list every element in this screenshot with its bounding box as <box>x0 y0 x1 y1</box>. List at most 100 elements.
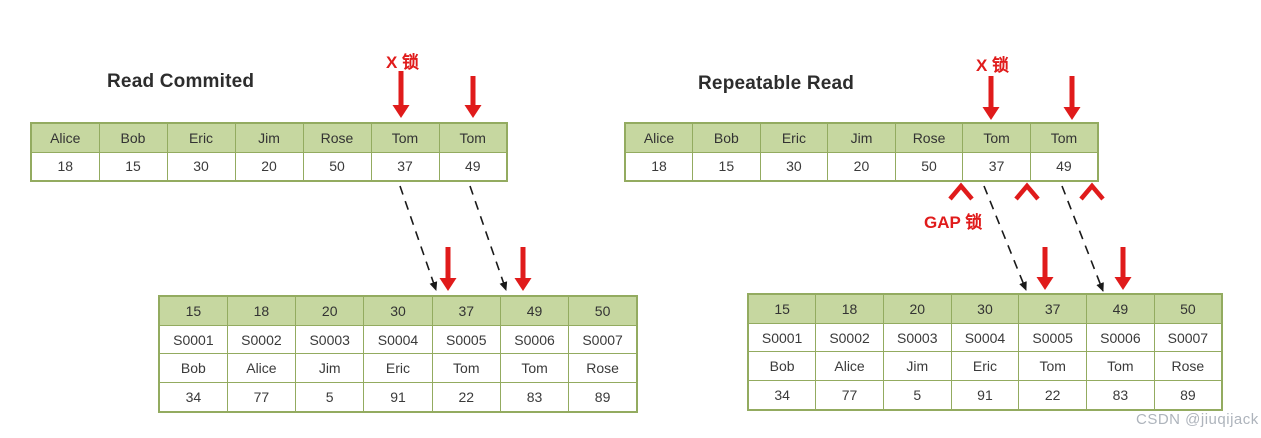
table-cell: 50 <box>894 151 964 182</box>
x-lock-arrow-left-49 <box>464 76 482 118</box>
table-cell: 50 <box>302 151 372 182</box>
dashed-arrow-left-37 <box>399 185 438 291</box>
table-cell: 83 <box>499 382 570 413</box>
csdn-watermark: CSDN @jiuqijack <box>1136 411 1259 428</box>
dashed-arrow-left-49 <box>469 185 508 291</box>
table-header-cell: Tom <box>962 122 1031 153</box>
table-cell: S0005 <box>431 324 501 355</box>
table-cell: Tom <box>499 353 570 384</box>
table-header-cell: 15 <box>158 295 228 326</box>
table-cell: 18 <box>30 151 100 182</box>
x-lock-arrow-left-37 <box>392 71 410 118</box>
table-cell: S0001 <box>747 322 817 353</box>
table-header-cell: 50 <box>568 295 638 326</box>
table-cell: 83 <box>1086 380 1155 411</box>
gap-lock-label: GAP 锁 <box>924 213 983 232</box>
table-cell: 37 <box>370 151 440 182</box>
table-cell: Rose <box>568 353 638 384</box>
table-header-cell: 15 <box>747 293 817 324</box>
gap-lock-caret-2 <box>1014 182 1040 201</box>
table-cell: 49 <box>438 151 508 182</box>
table-cell: 18 <box>624 151 694 182</box>
table-cell: 34 <box>747 380 817 411</box>
table-header-cell: Alice <box>624 122 694 153</box>
table-header-cell: Rose <box>894 122 964 153</box>
table-cell: 91 <box>950 380 1020 411</box>
table-cell: 89 <box>1153 380 1223 411</box>
x-lock-label-left: X 锁 <box>386 53 420 72</box>
table-cell: Eric <box>950 351 1020 382</box>
table-header-cell: Bob <box>692 122 761 153</box>
table-header-cell: 18 <box>815 293 884 324</box>
repeatable-read-title: Repeatable Read <box>698 73 855 94</box>
table-header-cell: Alice <box>30 122 100 153</box>
table-cell: 34 <box>158 382 228 413</box>
table-cell: S0002 <box>226 324 297 355</box>
x-lock-arrow-right-37 <box>982 76 1000 120</box>
table-header-cell: 20 <box>295 295 365 326</box>
table-header-cell: 30 <box>363 295 433 326</box>
table-header-cell: Rose <box>302 122 372 153</box>
table-cell: Bob <box>158 353 228 384</box>
table-cell: 22 <box>1018 380 1088 411</box>
table-header-cell: 30 <box>950 293 1020 324</box>
table-header-cell: 50 <box>1153 293 1223 324</box>
table-cell: 20 <box>234 151 304 182</box>
table-cell: Eric <box>363 353 433 384</box>
table-cell: Tom <box>1018 351 1088 382</box>
table-cell: S0003 <box>882 322 952 353</box>
dashed-arrow-right-37 <box>983 185 1027 291</box>
gap-lock-caret-1 <box>948 182 974 201</box>
table-cell: 37 <box>962 151 1031 182</box>
table-cell: S0002 <box>815 322 884 353</box>
table-header-cell: 18 <box>226 295 297 326</box>
table-header-cell: Eric <box>759 122 829 153</box>
table-cell: 49 <box>1029 151 1099 182</box>
table-header-cell: Jim <box>234 122 304 153</box>
table-cell: S0003 <box>295 324 365 355</box>
table-cell: Tom <box>1086 351 1155 382</box>
table-header-cell: 37 <box>431 295 501 326</box>
table-cell: S0007 <box>568 324 638 355</box>
x-lock-arrow-bottom-right-49 <box>1114 247 1132 290</box>
table-header-cell: 49 <box>499 295 570 326</box>
table-cell: 20 <box>827 151 896 182</box>
table-cell: 15 <box>692 151 761 182</box>
table-cell: 5 <box>882 380 952 411</box>
table-cell: 30 <box>166 151 236 182</box>
table-cell: S0001 <box>158 324 228 355</box>
table-cell: Alice <box>815 351 884 382</box>
table-cell: 77 <box>815 380 884 411</box>
table-header-cell: 49 <box>1086 293 1155 324</box>
table-cell: Bob <box>747 351 817 382</box>
table-cell: 77 <box>226 382 297 413</box>
x-lock-arrow-bottom-left-49 <box>514 247 532 291</box>
table-header-cell: 20 <box>882 293 952 324</box>
table-cell: 30 <box>759 151 829 182</box>
dashed-arrow-right-49 <box>1061 185 1104 292</box>
table-header-cell: Tom <box>370 122 440 153</box>
table-cell: 15 <box>98 151 168 182</box>
table-header-cell: Eric <box>166 122 236 153</box>
table-cell: Alice <box>226 353 297 384</box>
table-header-cell: Bob <box>98 122 168 153</box>
table-cell: 5 <box>295 382 365 413</box>
table-header-cell: Tom <box>438 122 508 153</box>
table-header-cell: Jim <box>827 122 896 153</box>
